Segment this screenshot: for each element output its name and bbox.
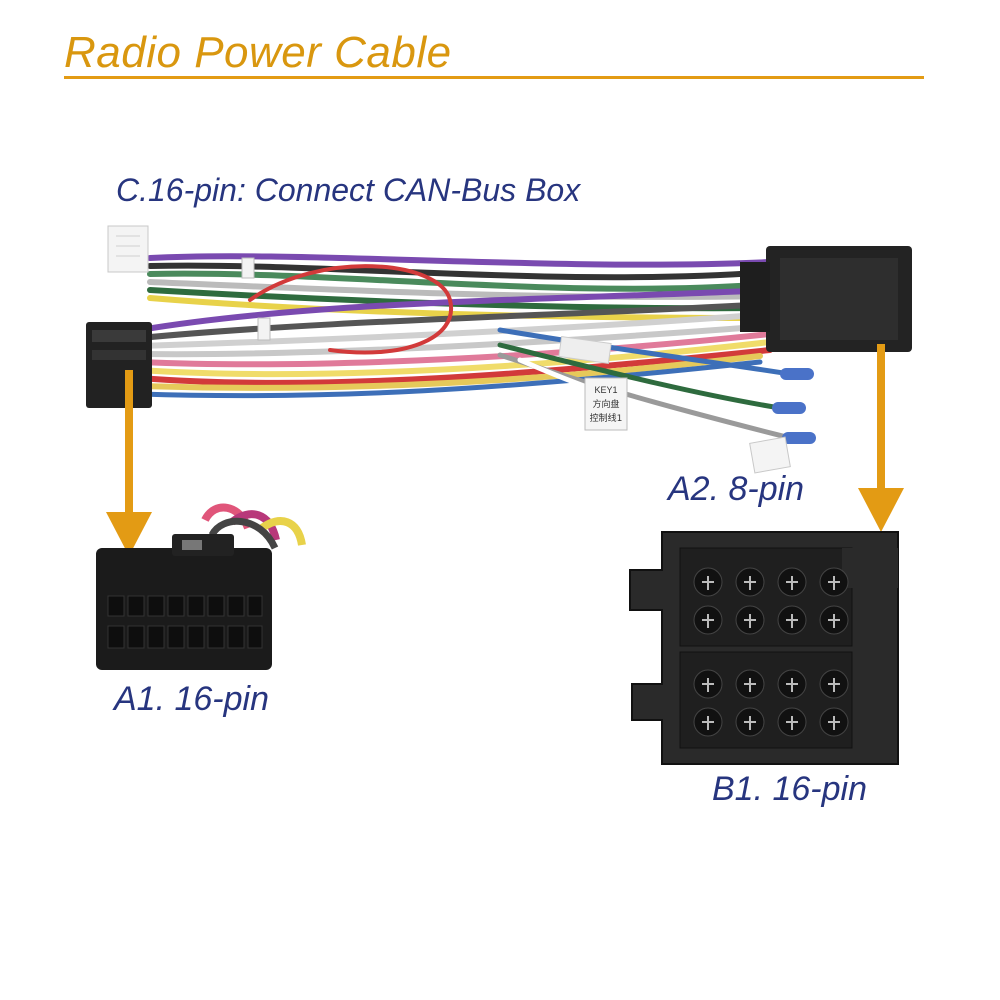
arrow-to-b1 xyxy=(858,344,904,532)
cable-tie xyxy=(257,317,271,341)
b1-pin-contact xyxy=(786,614,798,628)
label-a1-connector: A1. 16-pin xyxy=(114,680,269,718)
key-tag: KEY1 方向盘 控制线1 xyxy=(584,377,628,431)
b1-pin-contact xyxy=(828,716,840,730)
a2-8-pin-small-connector xyxy=(749,436,791,474)
svg-text:方向盘: 方向盘 xyxy=(592,398,619,410)
b1-pin-contact xyxy=(744,678,756,692)
b1-pin-contact xyxy=(786,678,798,692)
title-underline xyxy=(64,76,924,79)
b1-pin-contact xyxy=(702,716,714,730)
b1-pin-contact xyxy=(786,576,798,590)
a1-16-pin-closeup xyxy=(96,503,306,670)
b1-16-pin-closeup xyxy=(629,531,899,765)
label-c-connector: C.16-pin: Connect CAN-Bus Box xyxy=(116,172,581,208)
b1-pin-contact xyxy=(744,614,756,628)
a1-harness-connector xyxy=(86,322,152,408)
b1-pin-contact xyxy=(702,678,714,692)
b1-harness-connector xyxy=(740,246,912,352)
label-b1-connector: B1. 16-pin xyxy=(712,770,867,808)
b1-pin-contact xyxy=(828,576,840,590)
b1-pin-contact xyxy=(744,576,756,590)
c-16-pin-connector xyxy=(107,225,149,273)
b1-pin-contact xyxy=(702,614,714,628)
b1-pin-grid xyxy=(693,567,849,737)
svg-text:控制线1: 控制线1 xyxy=(590,412,623,424)
page-title: Radio Power Cable xyxy=(64,28,452,77)
b1-pin-contact xyxy=(828,614,840,628)
wire-tips xyxy=(772,368,816,444)
label-a2-connector: A2. 8-pin xyxy=(668,470,805,508)
wire-harness xyxy=(137,253,793,448)
svg-text:KEY1: KEY1 xyxy=(594,385,617,395)
arrow-to-a1 xyxy=(106,370,152,556)
cable-tie xyxy=(241,257,255,279)
b1-pin-contact xyxy=(702,576,714,590)
b1-pin-contact xyxy=(744,716,756,730)
b1-pin-contact xyxy=(786,716,798,730)
b1-pin-contact xyxy=(828,678,840,692)
wire-label-tag xyxy=(558,336,612,364)
